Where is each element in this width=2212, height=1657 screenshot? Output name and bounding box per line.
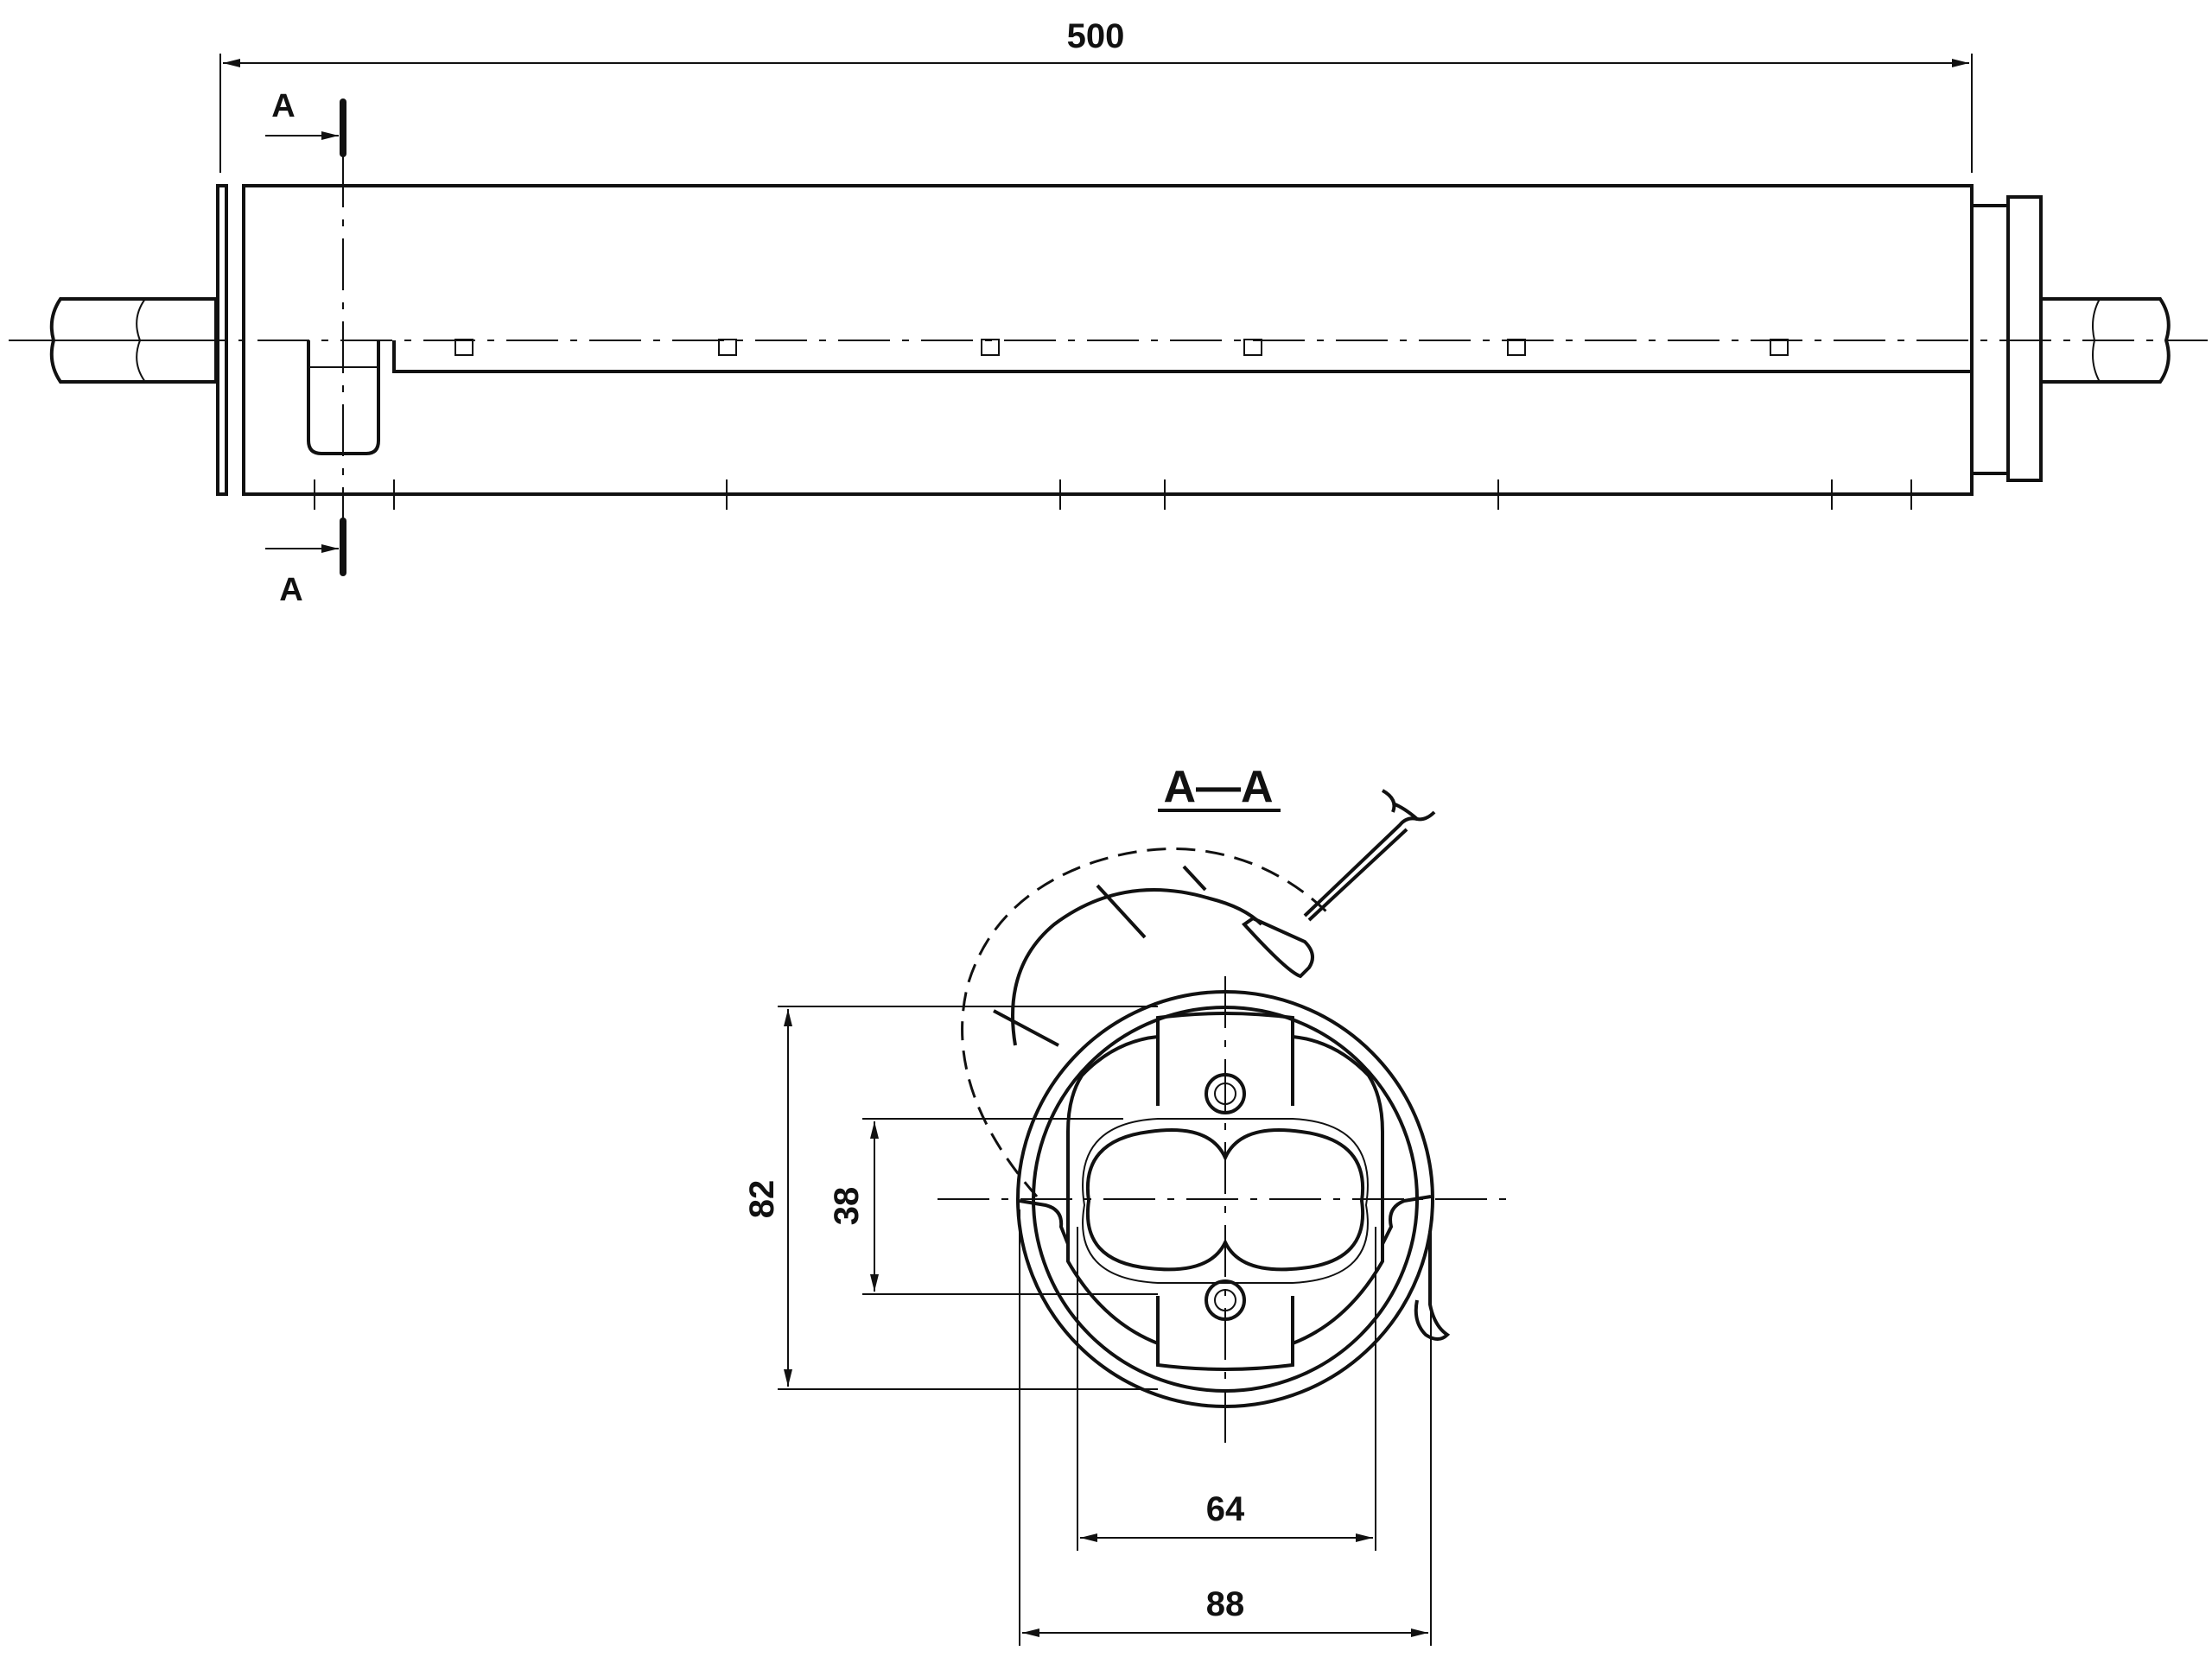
tube-slot bbox=[392, 340, 1972, 373]
section-title: A—A bbox=[1163, 762, 1273, 812]
dimension-label-500: 500 bbox=[1067, 17, 1125, 55]
section-view: A—A bbox=[743, 762, 1508, 1646]
dimension-outer-width: 88 bbox=[1019, 1209, 1432, 1646]
dimension-inner-height: 38 bbox=[828, 1118, 1158, 1295]
dimension-overall-length: 500 bbox=[219, 17, 1973, 173]
section-label-bottom: A bbox=[279, 572, 302, 608]
latch-right bbox=[1381, 1195, 1432, 1245]
dimension-label-82: 82 bbox=[743, 1180, 781, 1219]
dimension-inner-width: 64 bbox=[1077, 1227, 1376, 1551]
latch-lever bbox=[1414, 1231, 1451, 1341]
open-shell-phantom bbox=[961, 789, 1436, 1197]
section-cut-marker: A A bbox=[265, 88, 346, 608]
tube-windows bbox=[454, 339, 1789, 356]
tube-ticks bbox=[314, 479, 1912, 510]
dimension-outer-height: 82 bbox=[743, 1006, 1158, 1390]
side-view: 500 bbox=[9, 17, 2208, 608]
dimension-label-38: 38 bbox=[828, 1187, 866, 1226]
clamp-frame bbox=[1066, 1012, 1384, 1371]
hatched-core bbox=[1082, 1118, 1369, 1284]
right-end-cap-outer bbox=[2006, 195, 2043, 482]
section-label-top: A bbox=[271, 88, 295, 124]
dimension-label-88: 88 bbox=[1206, 1585, 1245, 1623]
latch-left bbox=[1019, 1199, 1070, 1245]
dimension-label-64: 64 bbox=[1206, 1490, 1245, 1528]
